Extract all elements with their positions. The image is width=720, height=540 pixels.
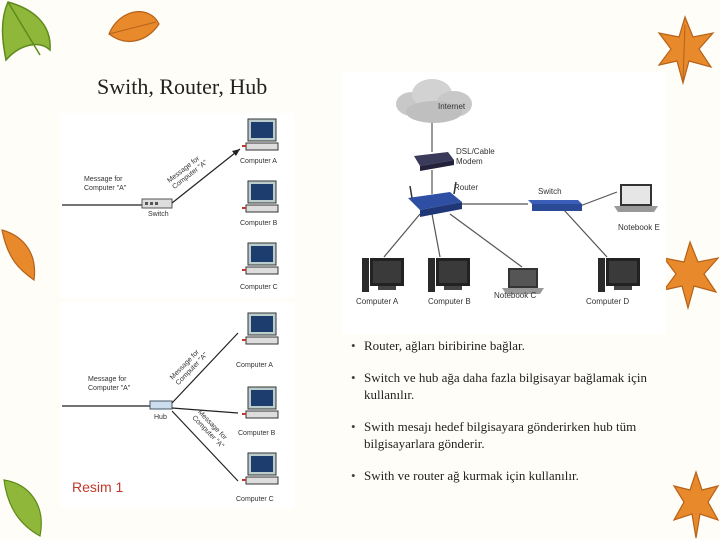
orange-leaf-left-icon [1,229,36,282]
modem-icon [414,152,454,171]
message-label-line2: Computer "A" [84,185,127,192]
switch-diagram: Switch Message for Computer "A" Message … [60,113,294,298]
orange-leaf-top-right-icon [657,15,715,85]
line-to-computer-b [171,407,239,414]
router-icon [408,181,462,217]
computer-a-label: Computer A [356,297,399,306]
bullet-list: Router, ağları biribirine bağlar. Switch… [342,337,682,499]
bullet-item: Router, ağları biribirine bağlar. [342,337,682,354]
forward-line [171,148,241,204]
switch-icon [528,200,582,211]
computer-b-icon [242,180,279,213]
computer-d-label: Computer D [586,297,629,306]
switch-label: Switch [148,211,169,218]
computer-c-label: Computer C [240,284,278,291]
bullet-item: Swith ve router ağ kurmak için kullanılı… [342,467,682,484]
line-to-computer-a [171,332,239,404]
slide-title: Swith, Router, Hub [97,74,268,99]
modem-label-line1: DSL/Cable [456,147,495,156]
orange-leaf-bottom-right-icon [672,470,720,539]
computer-b-label: Computer B [428,297,471,306]
orange-leaf-top-icon [108,11,160,43]
message-label-line2: Computer "A" [88,385,131,392]
bullet-item: Switch ve hub ağa daha fazla bilgisayar … [342,369,682,403]
router-computer-b-line [431,213,441,258]
green-leaf-bottom-left-icon [3,479,42,537]
computer-a-icon [362,258,404,292]
orange-leaf-right-icon [662,240,720,310]
router-computer-a-line [383,213,421,258]
notebook-c-icon [502,268,544,294]
switch-notebook-e-line [579,191,618,207]
figure-caption: Resim 1 [72,479,124,495]
computer-a-icon [242,118,279,151]
internet-label: Internet [438,102,466,111]
computer-c-icon [242,452,279,485]
notebook-e-label: Notebook E [618,223,660,232]
notebook-c-label: Notebook C [494,291,536,300]
computer-b-label: Computer B [238,430,276,437]
computer-a-icon [242,312,279,345]
notebook-e-icon [614,184,658,212]
green-leaf-top-left-icon [1,1,51,62]
computer-a-label: Computer A [240,158,277,165]
computer-d-icon [598,258,640,292]
bullet-item: Swith mesajı hedef bilgisayara gönderirk… [342,418,682,452]
computer-a-label: Computer A [236,362,273,369]
line-to-computer-c [171,410,239,482]
router-notebook-c-line [449,213,523,268]
message-label-line1: Message for [84,176,123,183]
switch-label: Switch [538,187,562,196]
computer-b-icon [428,258,470,292]
network-diagram: Internet DSL/Cable Modem Router Switch N… [342,72,666,334]
computer-c-icon [242,242,279,275]
internet-cloud-icon [396,79,472,123]
message-label-line1: Message for [88,376,127,383]
modem-label-line2: Modem [456,157,483,166]
computer-b-label: Computer B [240,220,278,227]
switch-device-icon [141,198,173,209]
computer-c-label: Computer C [236,496,274,503]
switch-computer-d-line [563,209,608,258]
arrow-head-icon [232,149,240,156]
computer-b-icon [242,386,279,419]
router-label: Router [454,183,478,192]
hub-device-icon [149,400,173,410]
hub-diagram: Hub Message for Computer "A" Message for… [60,303,294,508]
hub-label: Hub [154,414,167,421]
